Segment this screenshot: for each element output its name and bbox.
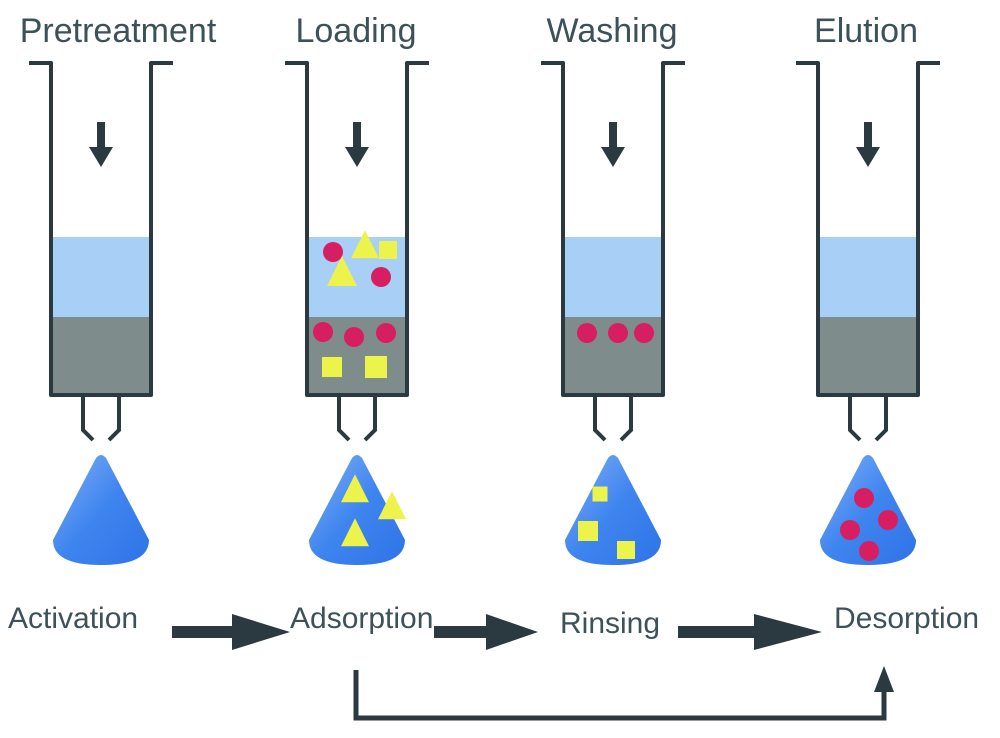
flow-arrow-activation-adsorption	[172, 614, 290, 650]
column-tip	[593, 395, 633, 442]
column-loading	[285, 61, 429, 565]
down-arrow-icon	[856, 122, 880, 167]
impurity-triangle	[351, 230, 379, 259]
analyte-circle	[577, 323, 597, 343]
column-outline	[29, 61, 173, 397]
analyte-circle	[313, 322, 333, 342]
column-tip	[81, 395, 121, 442]
column-tip	[337, 395, 377, 442]
down-arrow-icon	[601, 122, 625, 167]
eluate-cone	[309, 455, 405, 565]
column-outline	[285, 61, 429, 397]
step-title-loading: Loading	[295, 12, 416, 50]
column-outline	[796, 61, 940, 397]
impurity-square	[617, 541, 635, 559]
impurity-square	[592, 486, 608, 502]
process-label-adsorption: Adsorption	[290, 602, 433, 635]
column-tip	[848, 395, 888, 442]
analyte-circle	[878, 510, 898, 530]
impurity-square	[322, 357, 342, 377]
down-arrow-icon	[345, 122, 369, 167]
analyte-circle	[854, 488, 874, 508]
eluate-cone	[565, 455, 661, 565]
step-title-pretreatment: Pretreatment	[20, 12, 217, 50]
flow-arrow-rinsing-desorption	[678, 614, 822, 650]
bracket-arrow-adsorption-desorption	[353, 666, 894, 721]
analyte-circle	[323, 242, 343, 262]
column-washing	[541, 61, 685, 565]
analyte-circle	[376, 323, 396, 343]
impurity-square	[578, 521, 598, 541]
analyte-circle	[608, 323, 628, 343]
column-pretreatment	[29, 61, 173, 565]
impurity-square	[379, 241, 397, 259]
impurity-triangle	[341, 474, 369, 503]
analyte-circle	[859, 541, 879, 561]
down-arrow-icon	[89, 122, 113, 167]
analyte-circle	[371, 267, 391, 287]
process-label-activation: Activation	[8, 602, 138, 635]
analyte-circle	[840, 520, 860, 540]
sorbent-layer	[818, 317, 918, 395]
sorbent-layer	[51, 317, 151, 395]
eluate-cone	[53, 455, 149, 565]
impurity-triangle	[341, 518, 369, 547]
analyte-circle	[344, 327, 364, 347]
impurity-triangle	[378, 491, 406, 520]
column-elution	[796, 61, 940, 565]
flow-arrow-adsorption-rinsing	[434, 614, 538, 650]
step-title-washing: Washing	[546, 12, 677, 50]
process-label-desorption: Desorption	[834, 602, 979, 635]
impurity-square	[365, 356, 387, 378]
process-label-rinsing: Rinsing	[560, 607, 660, 640]
step-title-elution: Elution	[814, 12, 918, 50]
analyte-circle	[634, 323, 654, 343]
solvent-layer	[563, 237, 663, 317]
column-outline	[541, 61, 685, 397]
impurity-triangle	[327, 256, 357, 286]
solvent-layer	[51, 237, 151, 317]
solvent-layer	[818, 237, 918, 317]
